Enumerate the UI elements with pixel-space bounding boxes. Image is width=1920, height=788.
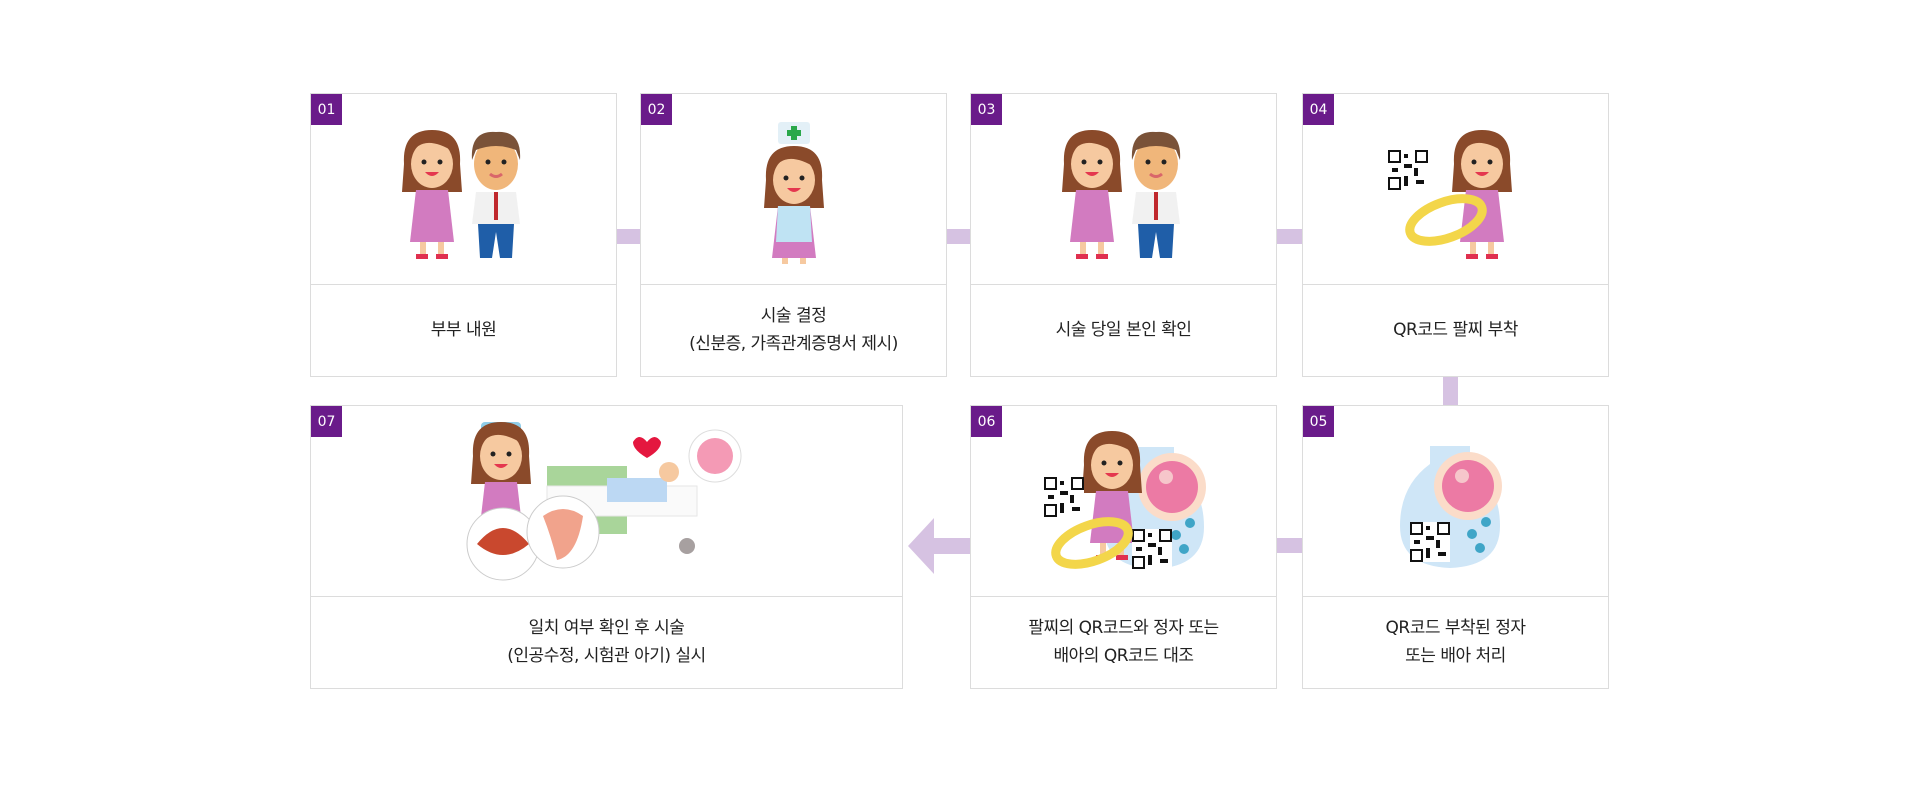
step-label: 일치 여부 확인 후 시술 (인공수정, 시험관 아기) 실시	[311, 596, 902, 688]
step-label-line: 부부 내원	[430, 320, 497, 340]
step-label: 팔찌의 QR코드와 정자 또는 배아의 QR코드 대조	[971, 596, 1276, 688]
couple-illustration	[971, 94, 1276, 285]
step-label-line: (인공수정, 시험관 아기) 실시	[507, 646, 706, 666]
step-number-badge: 06	[971, 406, 1002, 437]
qr-embryo-jar-illustration	[1303, 406, 1608, 597]
qr-match-illustration	[971, 406, 1276, 597]
step-label-line: 시술 결정	[760, 306, 827, 326]
step-label-line: 시술 당일 본인 확인	[1055, 320, 1192, 340]
step-label-line: 또는 배아 처리	[1405, 646, 1506, 666]
step-label-line: QR코드 부착된 정자	[1385, 618, 1526, 638]
step-number-badge: 05	[1303, 406, 1334, 437]
step-02: 02 시술 결정 (신분증, 가족관계증명서 제시)	[640, 93, 947, 377]
step-label-line: 팔찌의 QR코드와 정자 또는	[1028, 618, 1219, 638]
step-number-badge: 01	[311, 94, 342, 125]
step-label-line: QR코드 팔찌 부착	[1393, 320, 1518, 340]
connector-03-04	[1277, 229, 1302, 244]
step-number-badge: 07	[311, 406, 342, 437]
step-label: QR코드 부착된 정자 또는 배아 처리	[1303, 596, 1608, 688]
step-label-line: 배아의 QR코드 대조	[1053, 646, 1194, 666]
step-label: 시술 당일 본인 확인	[971, 284, 1276, 376]
step-04: 04 QR코드 팔찌 부착	[1302, 93, 1609, 377]
step-number-badge: 03	[971, 94, 1002, 125]
step-07: 07 일치 여부 확인 후 시술 (인공수정, 시험관 아기) 실시	[310, 405, 903, 689]
step-label-line: 일치 여부 확인 후 시술	[528, 618, 685, 638]
qr-wristband-illustration	[1303, 94, 1608, 285]
step-label: 부부 내원	[311, 284, 616, 376]
step-label-line: (신분증, 가족관계증명서 제시)	[689, 334, 898, 354]
couple-illustration	[311, 94, 616, 285]
arrow-left-icon	[908, 518, 970, 574]
step-number-badge: 02	[641, 94, 672, 125]
step-label: QR코드 팔찌 부착	[1303, 284, 1608, 376]
procedure-illustration	[311, 406, 902, 597]
connector-05-06	[1277, 538, 1302, 553]
nurse-illustration	[641, 94, 946, 285]
step-03: 03 시술 당일 본인 확인	[970, 93, 1277, 377]
connector-04-05	[1443, 377, 1458, 405]
step-number-badge: 04	[1303, 94, 1334, 125]
step-label: 시술 결정 (신분증, 가족관계증명서 제시)	[641, 284, 946, 376]
connector-01-02	[617, 229, 640, 244]
step-06: 06 팔찌의 QR코드와 정자 또는 배아의 QR코드 대조	[970, 405, 1277, 689]
step-05: 05 QR코드 부착된 정자 또는 배아 처리	[1302, 405, 1609, 689]
connector-02-03	[947, 229, 970, 244]
step-01: 01 부부 내원	[310, 93, 617, 377]
